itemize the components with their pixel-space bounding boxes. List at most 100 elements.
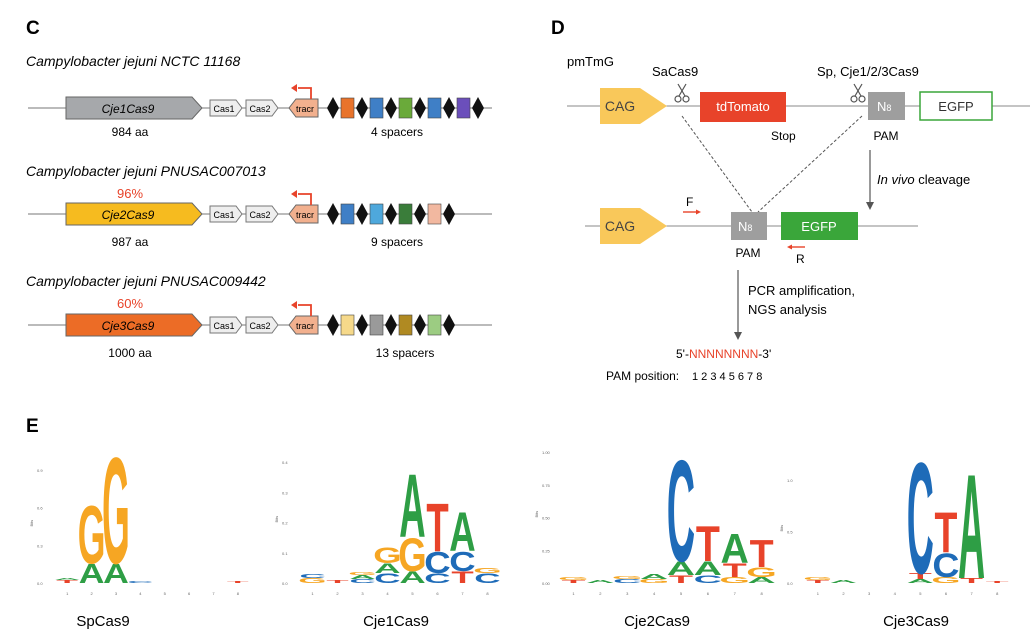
crispr-repeat [385, 203, 397, 225]
locus-2-spacer-count: 9 spacers [371, 235, 423, 249]
crispr-spacer [369, 97, 384, 119]
pam-position-numbers: 1 2 3 4 5 6 7 8 [692, 371, 762, 383]
logo-letter-g: G [473, 567, 501, 575]
crispr-spacer [369, 314, 384, 336]
primer-f-label: F [686, 195, 693, 209]
crispr-spacer [427, 314, 442, 336]
y-axis-label: Bits [779, 525, 784, 532]
logo-letter-a: A [667, 558, 695, 580]
top-egfp-label: EGFP [938, 99, 973, 114]
locus-2-cas1-gene [209, 205, 243, 223]
logo-letter-t: T [723, 560, 747, 582]
x-tick-label: 3 [868, 591, 871, 596]
x-tick-label: 4 [139, 591, 142, 596]
locus-2-tracr-label: tracr [296, 210, 314, 220]
pcr-arrowhead [734, 332, 742, 340]
crispr-spacer [456, 97, 471, 119]
crispr-spacer [427, 203, 442, 225]
logo-letter-g: G [719, 576, 750, 585]
locus-3: Campylobacter jejuni PNUSAC009442 60% Cj… [26, 273, 492, 360]
locus-3-spacer-count: 13 spacers [376, 346, 435, 360]
logo-title-cje2cas9: Cje2Cas9 [624, 613, 690, 630]
locus-3-length: 1000 aa [108, 346, 152, 360]
locus-1-tracr-label: tracr [296, 104, 314, 114]
logo-letter-a: A [103, 558, 129, 589]
x-tick-label: 7 [970, 591, 973, 596]
locus-2-cas9-gene [65, 202, 203, 226]
x-tick-label: 1 [817, 591, 820, 596]
locus-2-tracr-gene [288, 204, 319, 224]
x-tick-label: 4 [894, 591, 897, 596]
crispr-spacer [398, 314, 413, 336]
logo-letter-g: G [558, 576, 589, 581]
locus-3-cas1-label: Cas1 [213, 321, 234, 331]
top-egfp-gene [919, 91, 993, 121]
x-tick-label: 8 [996, 591, 999, 596]
locus-3-tracr-arrow [298, 304, 312, 316]
logo-letter-a: A [721, 525, 749, 572]
locus-2-cas2-label: Cas2 [249, 210, 270, 220]
y-tick-label: 0.9 [37, 468, 43, 473]
locus-1-cas1-label: Cas1 [213, 104, 234, 114]
locus-1-length: 984 aa [112, 125, 149, 139]
logo-letter-g: G [373, 544, 401, 568]
tdtomato-label: tdTomato [716, 99, 769, 114]
logo-letter-t: T [986, 581, 1009, 584]
y-tick-label: 0.25 [542, 548, 551, 553]
logo-letter-t: T [56, 579, 78, 584]
x-tick-label: 3 [361, 591, 364, 596]
locus-1-tracr-gene [288, 98, 319, 118]
x-tick-label: 3 [626, 591, 629, 596]
pcr-label-line2: NGS analysis [748, 302, 827, 317]
locus-3-tracr-gene [288, 315, 319, 335]
crispr-repeat [414, 314, 426, 336]
locus-1: Campylobacter jejuni NCTC 11168 Cje1Cas9… [26, 53, 492, 139]
logo-letter-t: T [669, 573, 694, 585]
crispr-repeat [356, 314, 368, 336]
logo-title-spcas9: SpCas9 [76, 613, 129, 630]
crispr-repeat [356, 203, 368, 225]
sp-cje-label: Sp, Cje1/2/3Cas9 [817, 64, 919, 79]
logo-title-cje1cas9: Cje1Cas9 [363, 613, 429, 630]
x-tick-label: 8 [760, 591, 763, 596]
logo-letter-c: C [449, 546, 475, 577]
x-tick-label: 5 [680, 591, 683, 596]
locus-2-cas9-label: Cje2Cas9 [102, 208, 155, 222]
crispr-repeat [356, 97, 368, 119]
x-tick-label: 3 [115, 591, 118, 596]
x-tick-label: 7 [461, 591, 464, 596]
logo-letter-t: T [934, 501, 957, 565]
y-tick-label: 1.0 [787, 478, 793, 483]
logo-letter-g: G [612, 575, 643, 580]
y-tick-label: 0.0 [37, 581, 43, 586]
logo-letter-g: G [803, 576, 832, 581]
x-tick-label: 6 [188, 591, 191, 596]
logo-letter-g: G [348, 571, 376, 576]
scissors-icon [674, 83, 690, 103]
logo-letter-c: C [932, 545, 959, 584]
x-tick-label: 8 [486, 591, 489, 596]
logo-letter-t: T [909, 571, 932, 580]
locus-3-cas9-gene [65, 313, 203, 337]
logo-letter-a: A [907, 578, 934, 584]
pcr-label-line1: PCR amplification, [748, 283, 855, 298]
crispr-repeat [327, 314, 339, 336]
crispr-repeat [443, 97, 455, 119]
crispr-repeat [385, 314, 397, 336]
logo-letter-g: G [398, 529, 426, 581]
locus-1-cas9-gene [65, 96, 203, 120]
y-tick-label: 0.4 [282, 460, 288, 465]
top-n8-label: N8 [877, 99, 891, 114]
crispr-repeat [443, 203, 455, 225]
logo-letter-a: A [374, 561, 400, 576]
crispr-spacer [427, 97, 442, 119]
crispr-repeat [443, 314, 455, 336]
crispr-repeat [327, 97, 339, 119]
logo-letter-t: T [451, 568, 474, 587]
pam-position-label: PAM position: [606, 369, 679, 383]
crispr-spacer [340, 314, 355, 336]
logo-letter-t: T [696, 517, 720, 572]
